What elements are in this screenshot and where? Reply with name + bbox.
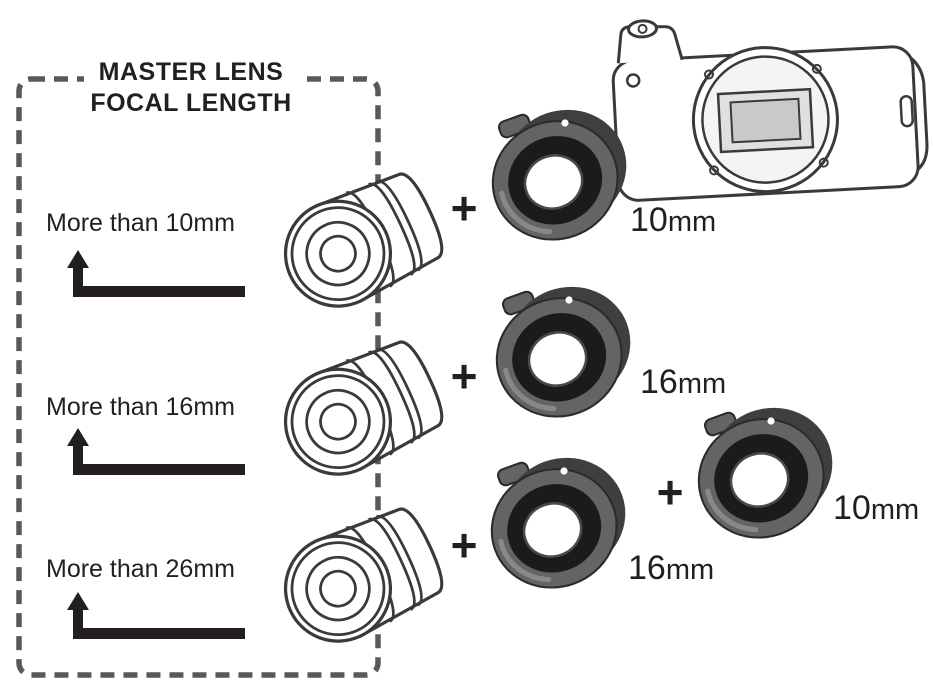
row1-label: More than 10mm [46,209,235,237]
adapter-label-row1: 10mm [630,201,716,239]
up-arrow-row1 [67,250,245,297]
plus-sign-row1: + [451,182,478,234]
camera-body-illustration [608,4,931,203]
adapter-ring-10mm-row3 [677,384,852,555]
adapter-ring-16mm-row3 [470,434,645,605]
title-background-patch [84,46,298,118]
master-lens-illustration-row3 [266,496,454,660]
adapter-label-row2: 16mm [640,363,726,401]
row3-label: More than 26mm [46,555,235,583]
up-arrow-row3 [67,592,245,639]
master-lens-illustration-row2 [266,329,454,493]
adapter-ring-16mm-row2 [475,263,650,434]
plus-sign-row3: + [451,519,478,571]
up-arrow-row2 [67,428,245,475]
row-more-than-26mm: More than 26mm [46,555,245,639]
row-more-than-16mm: More than 16mm [46,393,245,475]
master-lens-illustration-row1 [266,161,454,325]
diagram-title-line1: MASTER LENS [99,58,284,86]
row-more-than-10mm: More than 10mm [46,209,245,297]
plus-sign-row2: + [451,350,478,402]
diagram-title-line2: FOCAL LENGTH [90,89,291,117]
plus-sign-row3-second: + [657,466,684,518]
adapter-label-row3-second: 10mm [833,489,919,527]
adapter-label-row3-first: 16mm [628,549,714,587]
row2-label: More than 16mm [46,393,235,421]
